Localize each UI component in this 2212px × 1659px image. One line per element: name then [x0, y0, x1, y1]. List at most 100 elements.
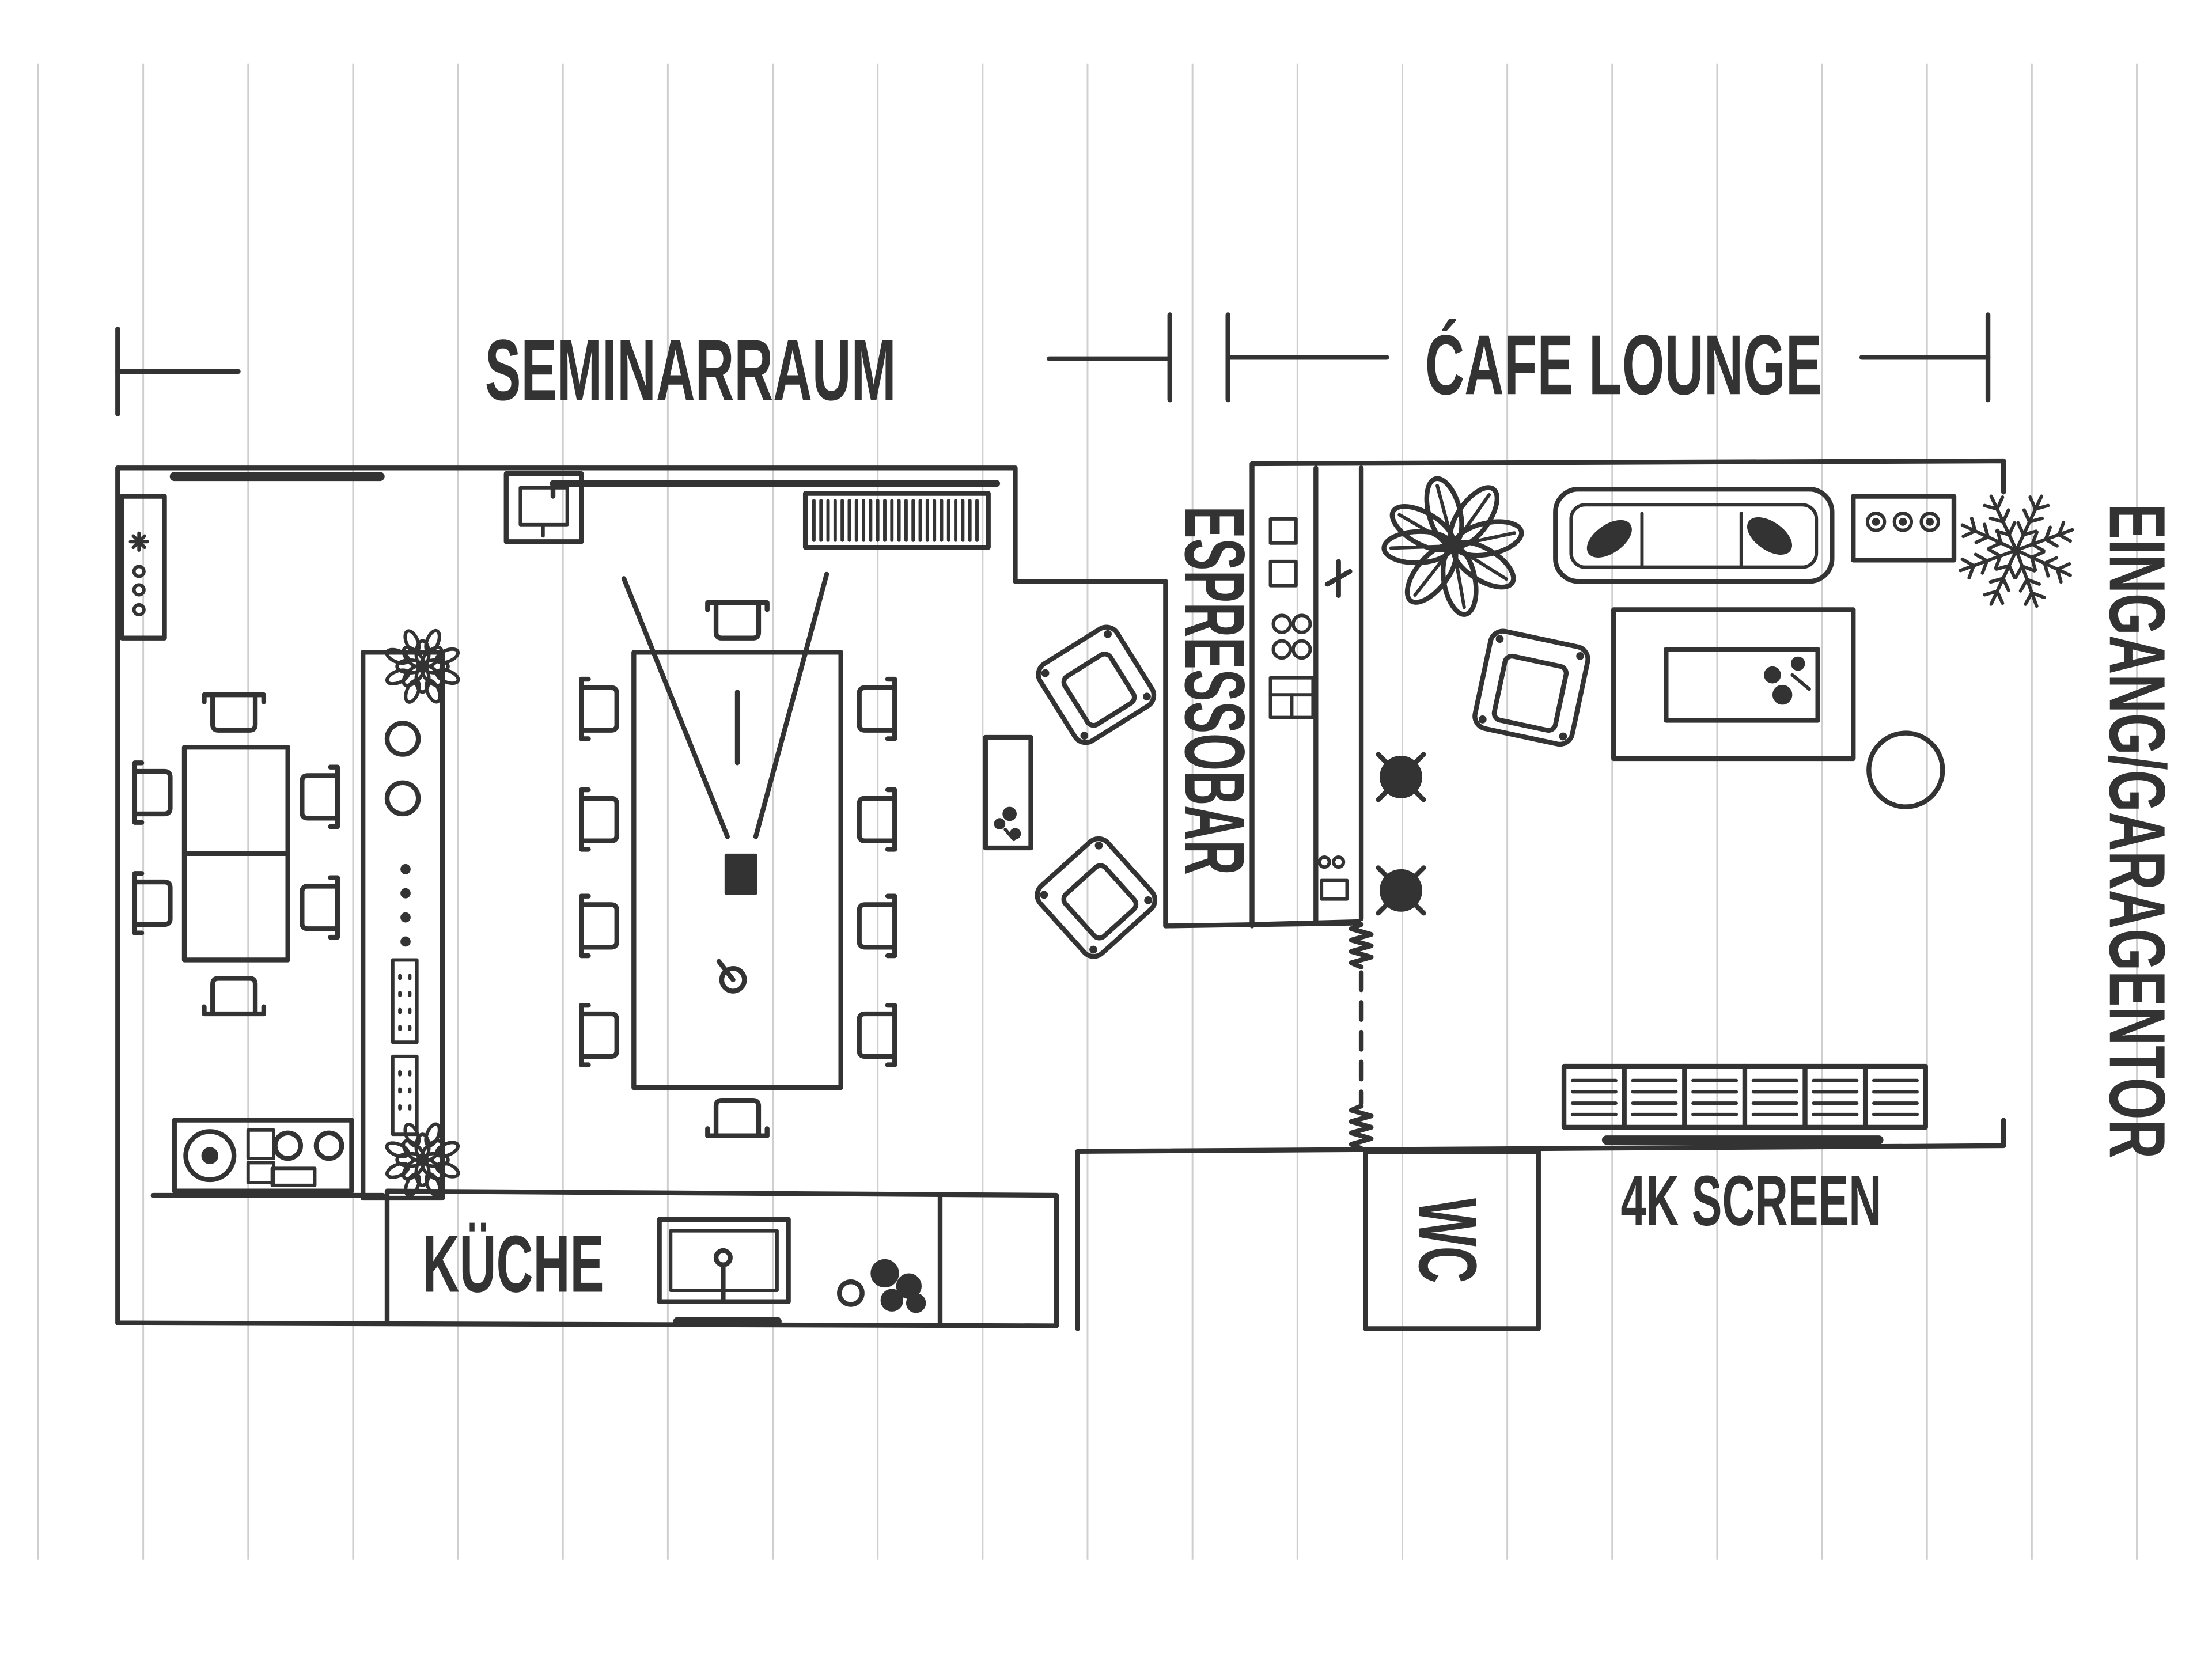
coffee-table-outer	[1611, 607, 1856, 762]
branch	[1983, 494, 2018, 552]
burner-icon	[906, 1293, 926, 1313]
branch	[2014, 548, 2072, 584]
sideboard-body	[119, 494, 167, 641]
sofa-frame	[1553, 487, 1835, 584]
chair-seat	[210, 976, 258, 1017]
needle	[2055, 567, 2063, 584]
leaf	[1381, 529, 1455, 566]
speaker-center-icon	[1872, 517, 1880, 526]
chair-seat	[579, 902, 619, 950]
needle	[2021, 529, 2038, 537]
needle	[2025, 578, 2041, 586]
side-table	[983, 734, 1033, 851]
spiky-plant-icon	[1959, 494, 2074, 608]
chair	[579, 1003, 619, 1067]
needle	[1995, 563, 2011, 571]
needle	[2001, 577, 2010, 592]
shelf-pot-icon	[384, 780, 421, 817]
plant-leaves	[385, 628, 460, 704]
seminar-table-top	[631, 650, 843, 1090]
chair-seat	[132, 768, 173, 817]
round-table-top	[1866, 730, 1945, 809]
needle	[1994, 554, 2002, 570]
record-player-body	[172, 1118, 354, 1194]
armchair-seat	[1061, 652, 1137, 728]
sideboard-east	[1851, 494, 1957, 563]
knob-icon	[132, 583, 146, 597]
chair	[705, 600, 770, 641]
needle	[1980, 559, 1989, 575]
needle	[1974, 552, 1989, 563]
armchair-seat	[1491, 653, 1569, 733]
needle	[1983, 522, 1990, 539]
bar-stool	[1376, 865, 1426, 916]
needle	[2001, 508, 2010, 524]
needle	[2044, 525, 2052, 541]
needle	[1961, 529, 1977, 539]
armchair-dot	[1104, 630, 1112, 638]
chair-seat	[713, 1097, 762, 1138]
needle	[1988, 577, 2005, 584]
windows	[169, 472, 1884, 1327]
side-table-top	[983, 734, 1033, 851]
seminarraum-north-wall	[115, 465, 1361, 929]
box-outer	[503, 471, 584, 544]
chair-seat	[713, 600, 762, 641]
ruled-paper-lines	[37, 63, 2138, 1560]
chair	[132, 871, 173, 935]
chair	[857, 676, 897, 741]
south-wall-east	[1075, 1118, 2006, 1331]
needle	[1995, 589, 2005, 605]
spoon-icon	[1790, 673, 1811, 691]
needle	[2057, 533, 2073, 543]
chairs	[132, 600, 897, 1138]
stool-seat	[1380, 756, 1422, 798]
cafe-lounge-north-wall	[1249, 458, 2006, 929]
knob-icon	[1332, 855, 1346, 869]
needle	[2043, 562, 2050, 578]
needle	[1987, 548, 2002, 558]
armchair	[1035, 836, 1158, 959]
chair-seat	[210, 692, 258, 733]
needle	[2057, 520, 2066, 537]
cup-icon	[1291, 639, 1312, 660]
needle	[2022, 508, 2032, 524]
seminar-table	[621, 571, 843, 1090]
armchair-dot	[1559, 732, 1567, 741]
branch	[1959, 548, 2018, 580]
radiator-body	[802, 491, 991, 550]
armchair-dot	[1576, 652, 1585, 660]
dot-icon	[400, 888, 411, 899]
tape-reel-icon	[313, 1130, 344, 1161]
needle	[2024, 591, 2034, 606]
grinder-icon	[1268, 517, 1298, 545]
needle	[2028, 495, 2037, 511]
radiator-north	[802, 491, 991, 550]
speaker-icon	[1892, 512, 1914, 532]
needle	[2014, 564, 2024, 579]
projection-line-right	[753, 571, 830, 839]
conference-phone-icon	[719, 966, 747, 994]
chair	[132, 760, 173, 825]
projection-line-left	[621, 576, 730, 839]
sofa-seat	[1569, 503, 1819, 569]
needle	[1995, 528, 2003, 545]
armchairs	[1035, 624, 1590, 959]
record-player-unit	[150, 1118, 385, 1198]
needle	[1987, 541, 2003, 550]
armchair-dot	[1041, 669, 1050, 677]
seminarraum-dimension-line	[115, 312, 1172, 416]
stool-seat	[1380, 869, 1422, 912]
plant-leaves	[1381, 476, 1524, 617]
branch	[2014, 520, 2074, 553]
speaker-center-icon	[1899, 517, 1907, 526]
chair	[202, 976, 267, 1017]
armchair-dot	[1143, 692, 1151, 701]
grinder-icon	[1268, 559, 1298, 588]
needle	[2018, 578, 2029, 593]
wc-room	[1363, 1149, 1541, 1331]
shelf-pot-icon	[384, 721, 421, 757]
burner-icon	[837, 1279, 865, 1307]
kueche-label: KÜCHE	[423, 1218, 604, 1309]
